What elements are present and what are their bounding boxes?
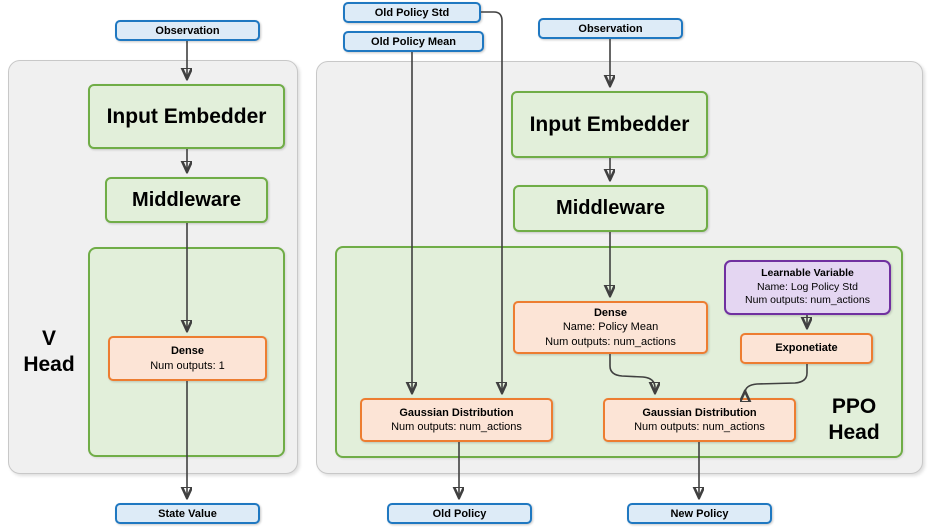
ppo-output-new-policy[interactable]: New Policy (627, 503, 772, 524)
ppo-input-observation-label: Observation (578, 22, 643, 35)
v-head-label-line2: Head (23, 353, 75, 376)
ppo-learnable-variable-name: Name: Log Policy Std (757, 280, 858, 293)
ppo-gaussian-old-title: Gaussian Distribution (399, 406, 514, 419)
ppo-policy-mean-dense-name: Name: Policy Mean (562, 321, 659, 334)
v-head-middleware[interactable]: Middleware (105, 177, 268, 223)
ppo-exponentiate[interactable]: Exponetiate (740, 333, 873, 364)
ppo-exponentiate-title: Exponetiate (775, 342, 838, 355)
ppo-input-old-policy-std-label: Old Policy Std (374, 6, 450, 19)
ppo-learnable-variable-title: Learnable Variable (761, 267, 854, 280)
ppo-gaussian-distribution-old[interactable]: Gaussian Distribution Num outputs: num_a… (360, 398, 553, 442)
ppo-input-old-policy-mean-label: Old Policy Mean (371, 35, 456, 48)
ppo-output-old-policy-label: Old Policy (432, 507, 487, 520)
ppo-input-old-policy-std[interactable]: Old Policy Std (343, 2, 481, 23)
v-head-input-embedder[interactable]: Input Embedder (88, 84, 285, 149)
ppo-middleware[interactable]: Middleware (513, 185, 708, 232)
ppo-gaussian-new-num-outputs: Num outputs: num_actions (634, 421, 765, 433)
ppo-input-embedder[interactable]: Input Embedder (511, 91, 708, 158)
ppo-learnable-variable-num-outputs: Num outputs: num_actions (745, 294, 870, 307)
v-head-label: V Head (14, 320, 84, 384)
ppo-gaussian-distribution-new[interactable]: Gaussian Distribution Num outputs: num_a… (603, 398, 796, 442)
ppo-learnable-variable-log-policy-std[interactable]: Learnable Variable Name: Log Policy Std … (724, 260, 891, 315)
ppo-head-label-line1: PPO (831, 395, 877, 419)
ppo-output-new-policy-label: New Policy (670, 507, 729, 520)
v-head-label-line1: V (41, 327, 56, 351)
ppo-policy-mean-dense-num-outputs: Num outputs: num_actions (545, 335, 676, 348)
ppo-head-label: PPO Head (812, 388, 896, 452)
ppo-policy-mean-dense-title: Dense (593, 307, 628, 320)
v-head-output-state-value[interactable]: State Value (115, 503, 260, 524)
v-head-dense[interactable]: Dense Num outputs: 1 (108, 336, 267, 381)
ppo-input-old-policy-mean[interactable]: Old Policy Mean (343, 31, 484, 52)
ppo-head-label-line2: Head (828, 421, 880, 444)
v-head-output-state-value-label: State Value (158, 507, 217, 520)
ppo-policy-mean-dense[interactable]: Dense Name: Policy Mean Num outputs: num… (513, 301, 708, 354)
v-head-input-embedder-label: Input Embedder (106, 104, 267, 128)
ppo-gaussian-old-num-outputs: Num outputs: num_actions (391, 421, 522, 433)
v-head-middleware-label: Middleware (132, 188, 241, 211)
ppo-input-embedder-label: Input Embedder (529, 112, 690, 136)
v-head-input-observation-label: Observation (155, 24, 220, 37)
ppo-middleware-label: Middleware (556, 197, 665, 219)
ppo-output-old-policy[interactable]: Old Policy (387, 503, 532, 524)
ppo-input-observation[interactable]: Observation (538, 18, 683, 39)
v-head-input-observation[interactable]: Observation (115, 20, 260, 41)
v-head-dense-title: Dense (170, 345, 205, 358)
v-head-dense-num-outputs: Num outputs: 1 (150, 359, 225, 372)
ppo-gaussian-new-title: Gaussian Distribution (642, 406, 757, 419)
